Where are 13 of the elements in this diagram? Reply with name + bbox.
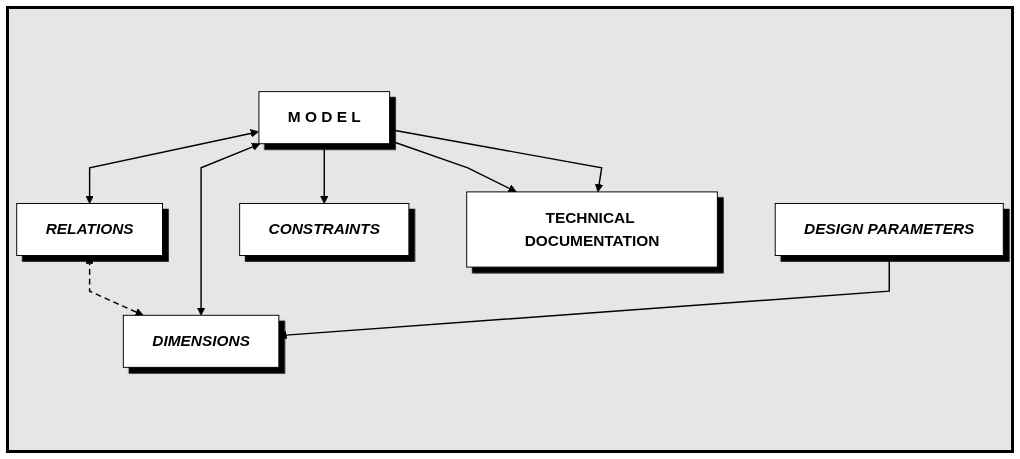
node-box: TECHNICAL DOCUMENTATION <box>466 191 718 268</box>
arrow <box>388 128 604 193</box>
arrow <box>278 254 890 340</box>
node-box: CONSTRAINTS <box>239 203 410 256</box>
node-box: DESIGN PARAMETERS <box>774 203 1004 256</box>
arrow <box>320 143 329 204</box>
arrow <box>196 142 261 316</box>
arrow <box>388 139 517 193</box>
node-box: M O D E L <box>258 91 391 145</box>
node-box: RELATIONS <box>16 203 163 256</box>
arrow <box>85 129 259 204</box>
arrow <box>85 255 144 317</box>
node-box: DIMENSIONS <box>122 314 280 368</box>
